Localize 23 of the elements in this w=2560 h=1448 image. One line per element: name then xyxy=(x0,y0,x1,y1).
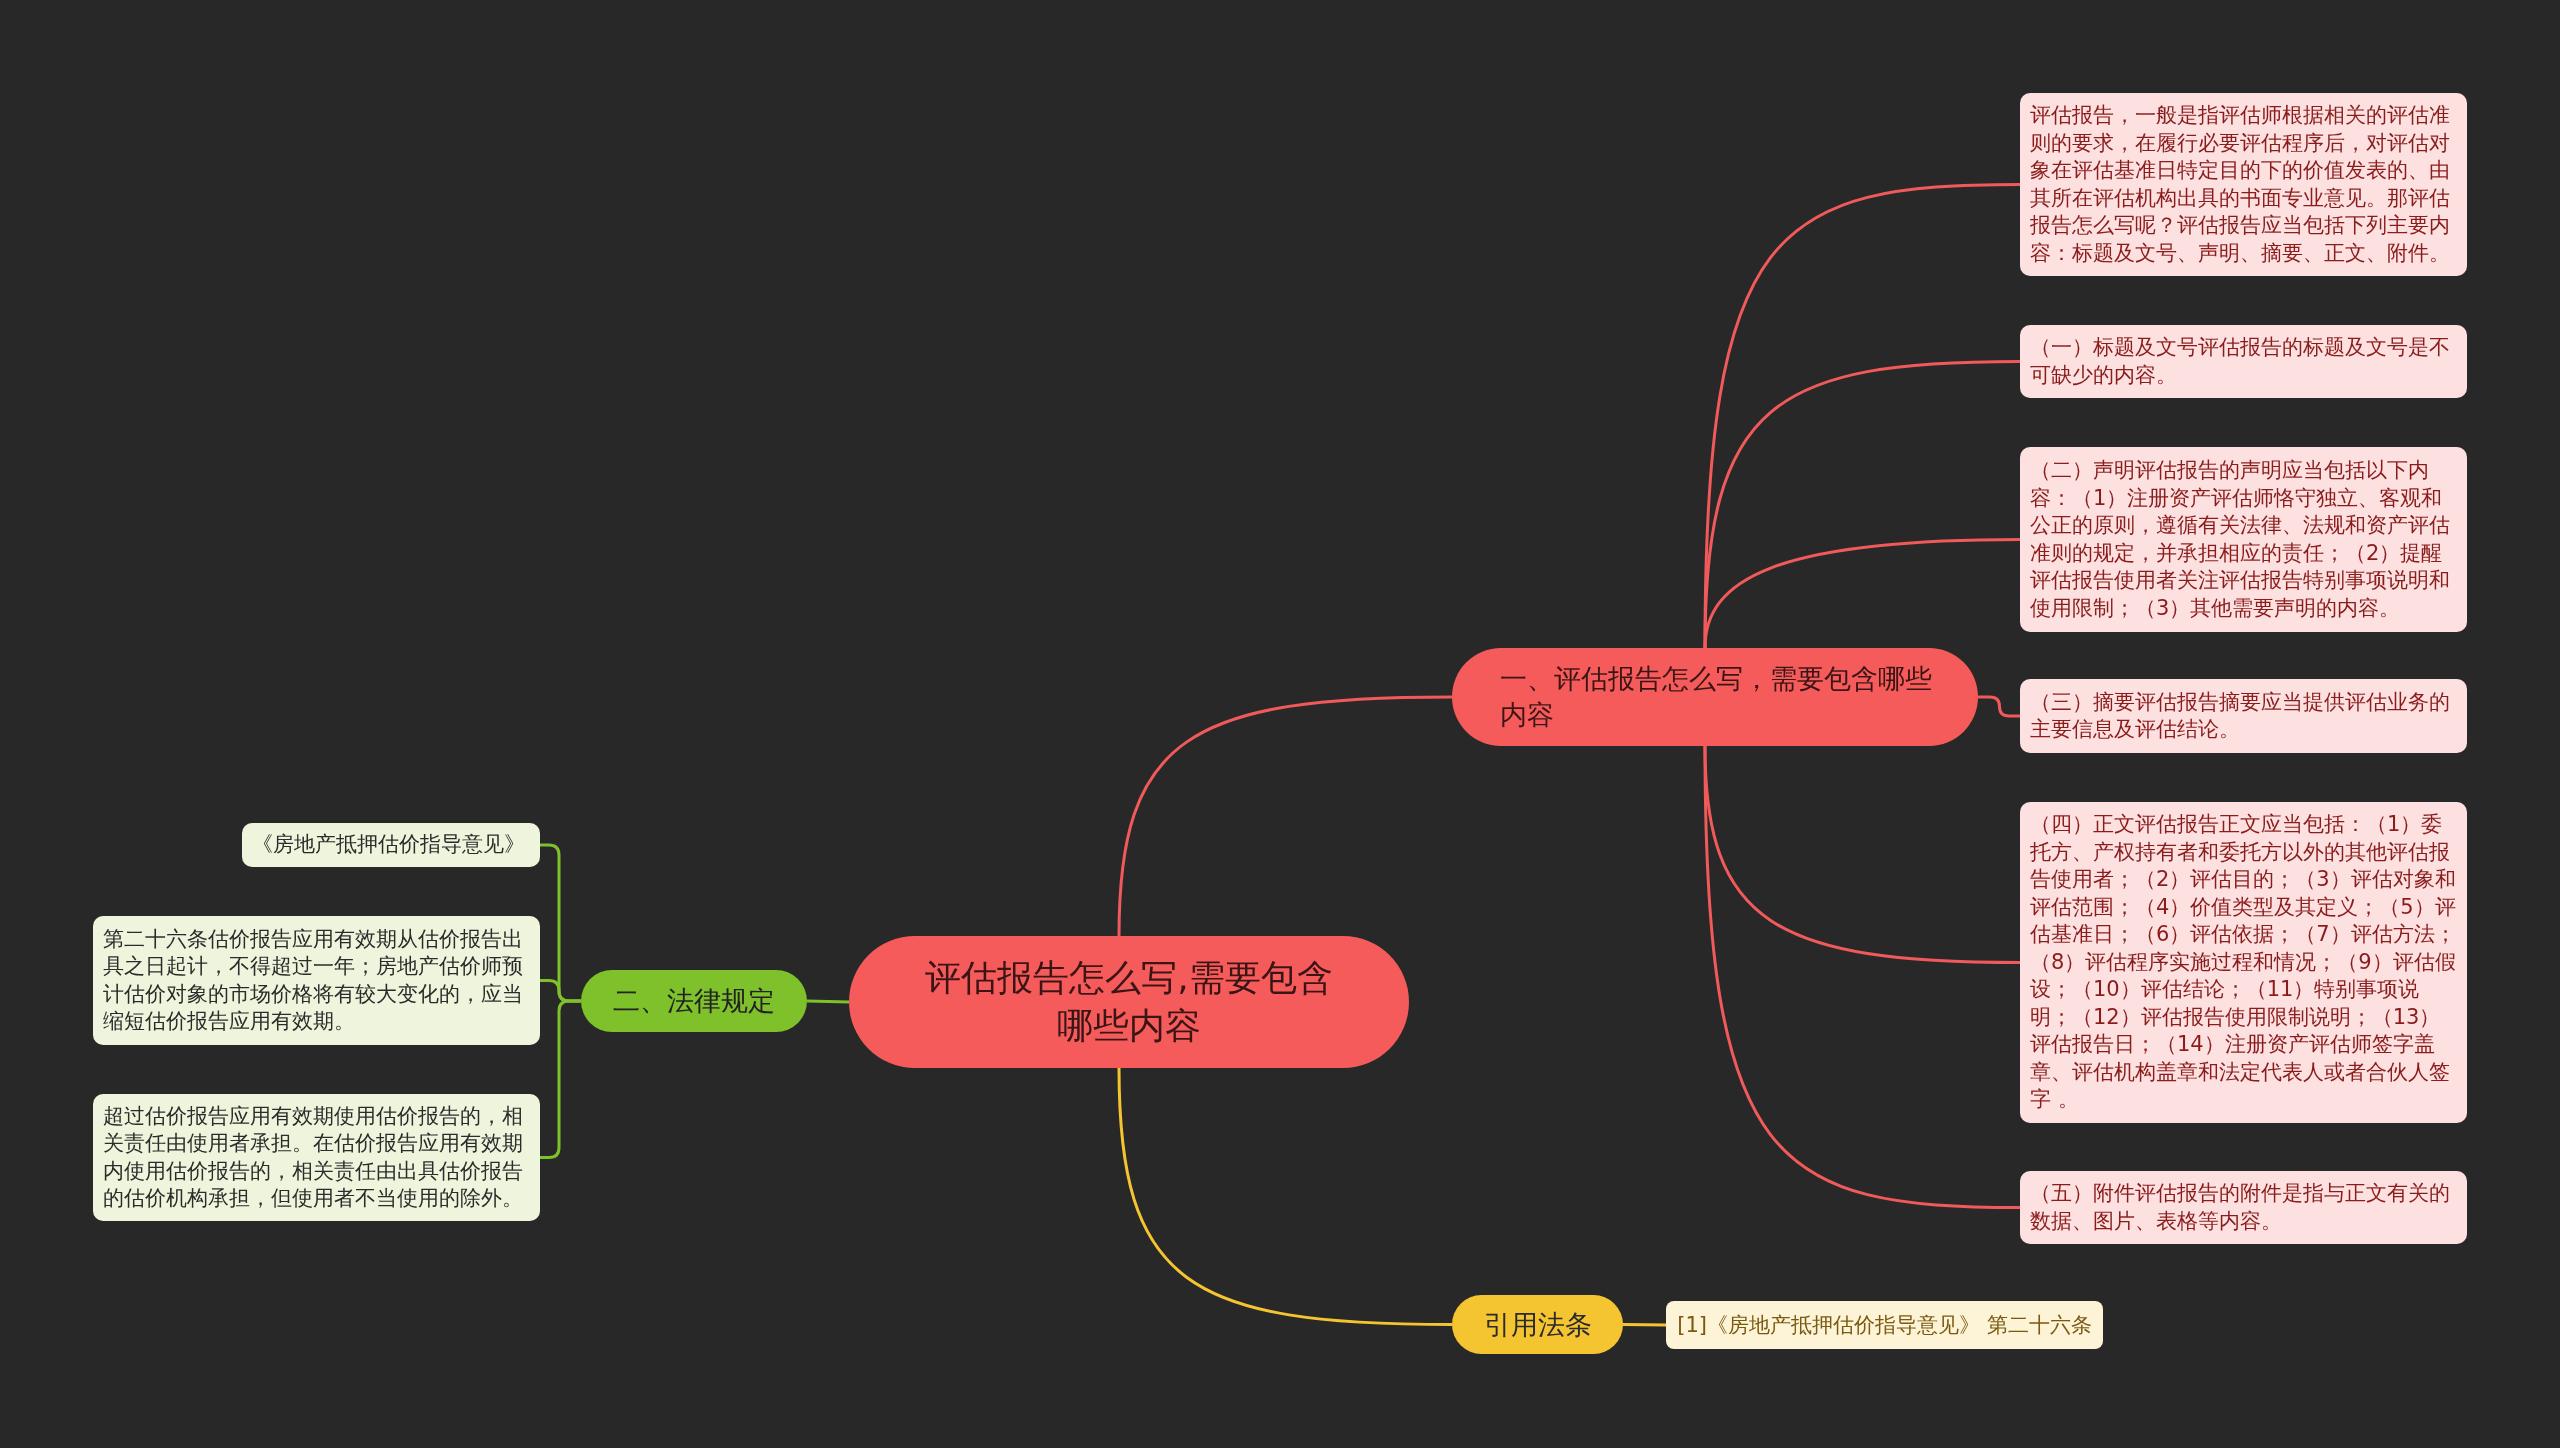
connector xyxy=(1117,1067,1453,1326)
branch-topic: 二、法律规定 xyxy=(581,970,807,1032)
note-box: 《房地产抵押估价指导意见》 xyxy=(242,823,540,867)
connector xyxy=(1117,695,1453,937)
note-box: 第二十六条估价报告应用有效期从估价报告出具之日起计，不得超过一年；房地产估价师预计估价对象的市场价格将有较大变化的，应当缩短估价报告应用有效期。 xyxy=(93,916,540,1045)
note-box: 超过估价报告应用有效期使用估价报告的，相关责任由使用者承担。在估价报告应用有效期内使用估价报告的，相关责任由出具估价报告的估价机构承担，但使用者不当使用的除外。 xyxy=(93,1094,540,1221)
note-box: （四）正文评估报告正文应当包括：（1）委托方、产权持有者和委托方以外的其他评估报告使用者；（2）评估目的；（3）评估对象和评估范围；（4）价值类型及其定义；（5）评估基准日；（6）评估依据；（7）评估方法；（8）评估程序实施过程和情况；（9）评估假设；（10）评估结论；（11）特别事项说明；（12）评估报告使用限制说明；（13）评估报告日；（14）注册资产评估师签字盖章、评估机构盖章和法定代表人或者合伙人签字 。 xyxy=(2020,802,2467,1123)
connector xyxy=(806,999,850,1004)
central-topic: 评估报告怎么写,需要包含哪些内容 xyxy=(849,936,1409,1068)
connector xyxy=(1978,695,2020,718)
note-box: （三）摘要评估报告摘要应当提供评估业务的主要信息及评估结论。 xyxy=(2020,679,2467,753)
connector xyxy=(1703,745,2021,1209)
connector xyxy=(1623,1323,1666,1327)
branch-topic: 一、评估报告怎么写，需要包含哪些内容 xyxy=(1452,648,1978,746)
note-box: （一）标题及文号评估报告的标题及文号是不可缺少的内容。 xyxy=(2020,325,2467,398)
note-box: [1]《房地产抵押估价指导意见》 第二十六条 xyxy=(1666,1301,2103,1349)
note-box: （五）附件评估报告的附件是指与正文有关的数据、图片、表格等内容。 xyxy=(2020,1171,2467,1244)
branch-topic: 引用法条 xyxy=(1452,1295,1623,1354)
note-box: （二）声明评估报告的声明应当包括以下内容：（1）注册资产评估师恪守独立、客观和公正的原则，遵循有关法律、法规和资产评估准则的规定，并承担相应的责任；（2）提醒评估报告使用者关注评估报告特别事项说明和使用限制；（3）其他需要声明的内容。 xyxy=(2020,447,2467,632)
note-box: 评估报告，一般是指评估师根据相关的评估准则的要求，在履行必要评估程序后，对评估对象在评估基准日特定目的下的价值发表的、由其所在评估机构出具的书面专业意见。那评估报告怎么写呢？评估报告应当包括下列主要内容：标题及文号、声明、摘要、正文、附件。 xyxy=(2020,93,2467,276)
connector xyxy=(1703,538,2020,649)
connector xyxy=(1703,183,2021,649)
connector xyxy=(1703,360,2021,649)
